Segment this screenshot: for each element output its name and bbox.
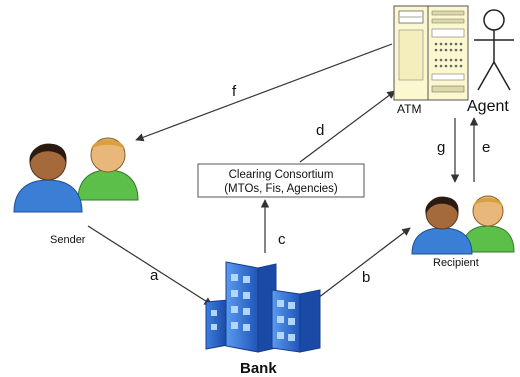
sender-label: Sender	[50, 234, 86, 246]
edge-label-f: f	[232, 83, 237, 100]
clearing-consortium-node: Clearing Consortium (MTOs, Fis, Agencies…	[197, 163, 365, 198]
agent-icon	[474, 9, 514, 91]
recipient-label: Recipient	[433, 257, 479, 269]
sender-icon	[13, 137, 139, 213]
edge-label-d: d	[316, 122, 324, 139]
edge-label-a: a	[150, 267, 159, 284]
edge-label-b: b	[362, 269, 370, 286]
agent-label: Agent	[467, 98, 509, 115]
recipient-icon	[411, 195, 515, 255]
edge-label-e: e	[482, 139, 490, 156]
arrow-d-clearing-to-atm	[299, 90, 396, 163]
arrow-f-atm-to-sender	[135, 43, 393, 142]
bank-building-icon	[205, 261, 321, 353]
clearing-consortium-line2: (MTOs, Fis, Agencies)	[224, 183, 338, 195]
edge-label-g: g	[437, 139, 445, 156]
atm-icon	[393, 5, 469, 101]
arrow-a-sender-to-bank	[87, 225, 213, 306]
arrow-b-bank-to-recipient	[317, 227, 411, 299]
edge-label-c: c	[278, 231, 286, 248]
bank-label: Bank	[240, 360, 277, 377]
atm-label: ATM	[397, 102, 421, 116]
clearing-consortium-line1: Clearing Consortium	[229, 169, 334, 181]
arrows	[87, 43, 479, 306]
